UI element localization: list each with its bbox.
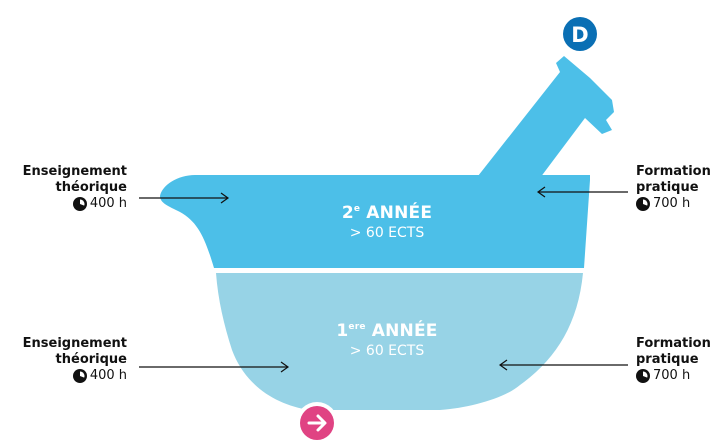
right-top-title-2: pratique [636,180,699,195]
right-bottom-block: Formation pratique 700 h [636,336,722,384]
year-1-title: 1ere ANNÉE [336,321,438,341]
clock-icon [72,197,87,211]
year-2-ects: > 60 ECTS [349,225,425,241]
mortar-upper-section [160,175,590,268]
badge-d: D [559,13,601,55]
left-top-title-2: théorique [55,180,127,195]
right-bottom-title-2: pratique [636,352,699,367]
left-top-block: Enseignement théorique 400 h [0,164,127,212]
badge-d-letter: D [571,23,588,47]
right-bottom-title-1: Formation [636,336,711,351]
left-top-hours: 400 h [89,196,127,211]
clock-icon [636,369,650,383]
left-top-hours-row: 400 h [0,196,127,212]
year-1-ects: > 60 ECTS [349,343,425,359]
left-bottom-title-2: théorique [55,352,127,367]
badge-arrow[interactable] [296,402,338,441]
right-bottom-hours-row: 700 h [636,368,722,384]
left-bottom-hours: 400 h [89,368,127,383]
arrow-right-icon [307,414,327,432]
left-bottom-hours-row: 400 h [0,368,127,384]
mortar-lower-section [216,273,583,410]
right-top-hours: 700 h [653,196,691,211]
right-top-title-1: Formation [636,164,711,179]
year-1-label: 1ere ANNÉE > 60 ECTS [267,321,507,359]
arrow-left-top [139,192,230,204]
clock-icon [636,197,650,211]
year-2-label: 2e ANNÉE > 60 ECTS [267,203,507,241]
right-top-block: Formation pratique 700 h [636,164,722,212]
arrow-right-top [536,186,628,198]
left-top-title-1: Enseignement [22,164,127,179]
pestle-handle [478,56,614,178]
left-bottom-title-1: Enseignement [22,336,127,351]
clock-icon [72,369,87,383]
right-top-hours-row: 700 h [636,196,722,212]
right-bottom-hours: 700 h [653,368,691,383]
year-2-title: 2e ANNÉE [341,203,433,223]
arrow-right-bottom [498,359,628,371]
arrow-left-bottom [139,361,290,373]
left-bottom-block: Enseignement théorique 400 h [0,336,127,384]
